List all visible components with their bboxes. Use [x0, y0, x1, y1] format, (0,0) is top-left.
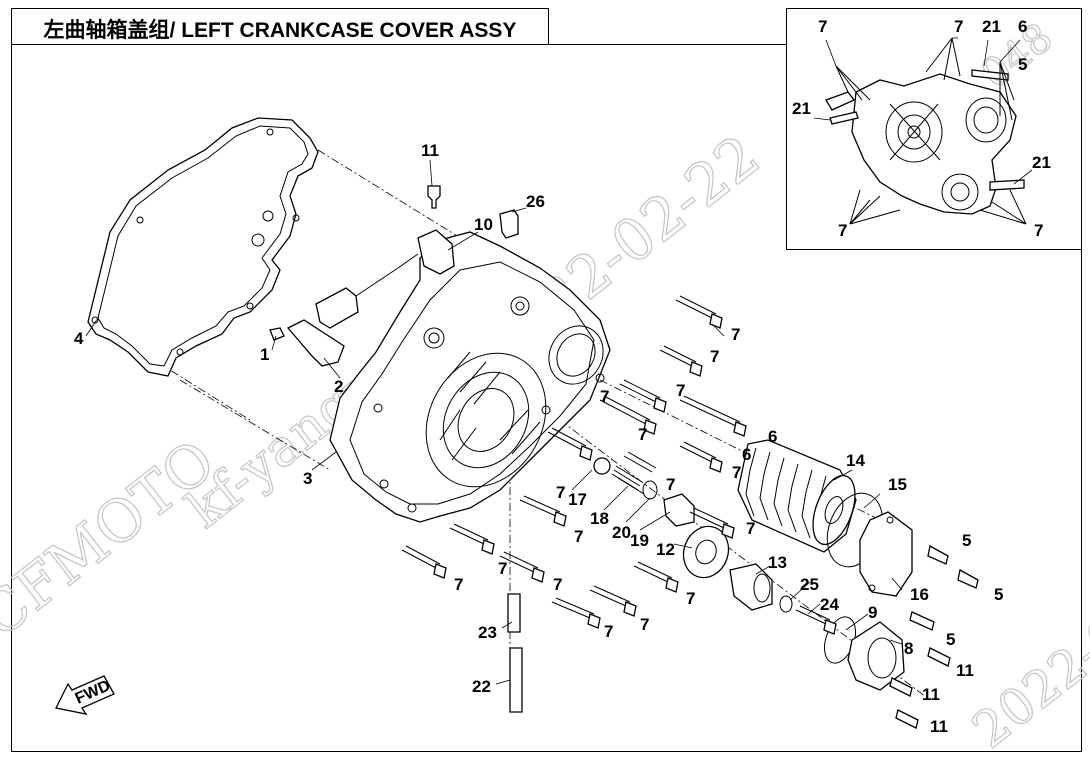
callout-c-7c: 7: [676, 381, 685, 400]
inset-callout-5: 5: [1018, 55, 1027, 74]
callout-c-17: 17: [568, 490, 587, 509]
inset-callouts: 7 7 21 6 5 21 21 7 7: [792, 17, 1051, 240]
inset-callout-7d: 7: [1034, 221, 1043, 240]
callout-c-11b: 11: [922, 685, 940, 704]
inset-callout-21a: 21: [982, 17, 1001, 36]
callout-c-7k: 7: [553, 575, 562, 594]
callout-c-9: 9: [868, 603, 877, 622]
oil-filter-group: [737, 439, 913, 597]
callout-labels: 11 26 10 4 1 2 3 7 7 7 7 7 6 6 7 14 15 7…: [74, 141, 1003, 736]
callout-c-11c: 11: [930, 717, 948, 736]
callout-c-7e: 7: [638, 425, 647, 444]
callout-c-7a: 7: [731, 325, 740, 344]
bearing-group: [682, 525, 793, 613]
bracket-part: [269, 319, 345, 367]
callout-c-20: 20: [612, 523, 631, 542]
callout-c-7l: 7: [454, 575, 463, 594]
callout-c-4: 4: [74, 329, 84, 348]
callout-c-13: 13: [768, 553, 787, 572]
callout-c-16: 16: [910, 585, 929, 604]
callout-c-5b: 5: [994, 585, 1003, 604]
callout-c-18: 18: [590, 509, 609, 528]
callout-c-7j: 7: [498, 559, 507, 578]
callout-c-22: 22: [472, 677, 491, 696]
inset-callout-7a: 7: [818, 17, 827, 36]
callout-c-7-left: 7: [556, 483, 565, 502]
gasket-part: [87, 117, 319, 377]
callout-c-7m: 7: [686, 589, 695, 608]
callout-c-12: 12: [656, 540, 675, 559]
diagram-title: 左曲轴箱盖组/ LEFT CRANKCASE COVER ASSY: [43, 19, 517, 42]
crankcase-cover: [329, 231, 611, 523]
callout-c-6b: 6: [742, 445, 751, 464]
cap-group: [823, 616, 905, 691]
callout-c-24: 24: [820, 595, 839, 614]
callout-c-6a: 6: [768, 427, 777, 446]
diagram-frame: [11, 44, 1082, 752]
callout-c-7d: 7: [600, 387, 609, 406]
callout-c-5c: 5: [946, 630, 955, 649]
watermark-date-corner: 2022-02-22: [962, 536, 1090, 759]
inset-callout-6: 6: [1018, 17, 1027, 36]
callout-c-5a: 5: [962, 531, 971, 550]
callout-c-14: 14: [846, 451, 865, 470]
relief-valve-group: [593, 457, 695, 527]
breather-pipe: [507, 593, 523, 713]
inset-callout-21c: 21: [1032, 153, 1051, 172]
inset-callout-7b: 7: [954, 17, 963, 36]
callout-c-7f: 7: [732, 463, 741, 482]
callout-c-7h: 7: [574, 527, 583, 546]
callout-c-7o: 7: [640, 615, 649, 634]
watermark-brand: CFMOTO: [0, 426, 228, 651]
leader-lines: [85, 159, 903, 685]
callout-c-2: 2: [334, 377, 343, 396]
callout-c-7b: 7: [710, 347, 719, 366]
inset-drawing: [813, 37, 1033, 225]
callout-c-11-top: 11: [421, 141, 439, 160]
inset-callout-21b: 21: [792, 99, 811, 118]
callout-c-19: 19: [630, 531, 649, 550]
callout-c-10: 10: [474, 215, 493, 234]
callout-c-11a: 11: [956, 661, 974, 680]
callout-c-8: 8: [904, 639, 913, 658]
callout-c-25: 25: [800, 575, 819, 594]
inset-callout-7c: 7: [838, 221, 847, 240]
callout-c-7n: 7: [604, 622, 613, 641]
title-box: 左曲轴箱盖组/ LEFT CRANKCASE COVER ASSY: [11, 8, 549, 44]
callout-c-7i: 7: [746, 519, 755, 538]
callout-c-1: 1: [260, 345, 269, 364]
callout-c-15: 15: [888, 475, 907, 494]
callout-c-3: 3: [303, 469, 312, 488]
sensor-assembly: [315, 185, 519, 329]
callout-c-7g: 7: [666, 475, 675, 494]
callout-c-26: 26: [526, 192, 545, 211]
bolt-set: [401, 295, 979, 729]
callout-c-23: 23: [478, 623, 497, 642]
fwd-arrow: FWD: [55, 675, 115, 715]
